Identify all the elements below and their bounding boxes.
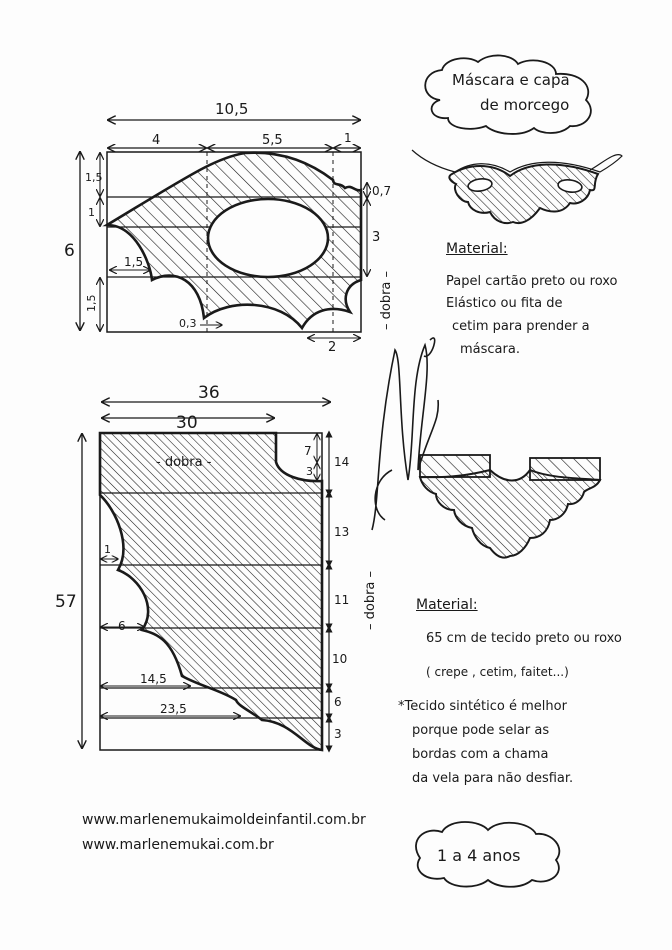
mask-dim-ear-offset: 0,7 [372,184,391,198]
mask-dim-second-band: 1 [88,206,95,219]
cape-dim-r2: 3 [306,465,313,478]
mask-material-heading: Material: [446,241,508,257]
mask-dim-bottom-right: 2 [328,340,336,355]
mask-dim-left-width: 4 [152,133,160,148]
cape-dim-notch-235: 23,5 [160,702,187,716]
cape-material-line-3: *Tecido sintético é melhor [398,699,567,714]
mask-fold-label: – dobra – [379,271,394,330]
cape-dim-r8: 3 [334,727,342,741]
mask-pattern [80,120,367,338]
mask-material-line-4: máscara. [460,342,520,357]
cape-dim-r3: 14 [334,455,349,469]
url-2[interactable]: www.marlenemukai.com.br [82,837,274,853]
age-cloud [415,821,561,888]
cape-material-heading: Material: [416,597,478,613]
age-range-label: 1 a 4 anos [437,846,521,865]
mask-material-line-2: Elástico ou fita de [446,296,563,311]
signature [371,337,440,531]
cape-dim-r7: 6 [334,695,342,709]
cape-material-line-6: da vela para não desfiar. [412,771,574,786]
cape-dim-r1: 7 [304,444,312,458]
mask-dim-bottom-offset: 0,3 [179,317,197,330]
mask-material-line-1: Papel cartão preto ou roxo [446,274,618,289]
mask-dim-bottom-band: 1,5 [85,295,98,313]
title-line-2: de morcego [480,96,570,114]
mask-dim-top-band: 1,5 [85,171,103,184]
cape-dim-height: 57 [55,592,77,612]
cape-dim-fold-width: 30 [176,413,198,433]
cape-material-line-1: 65 cm de tecido preto ou roxo [426,631,622,646]
mask-dim-left-notch: 1,5 [124,255,143,269]
cape-dim-notch-6: 6 [118,619,126,633]
mask-dim-fold-height: 3 [372,230,380,245]
cape-top-fold-label: - dobra - [156,455,212,470]
mask-sketch [411,149,623,225]
cape-sketch [418,454,602,559]
cape-material-line-4: porque pode selar as [412,723,550,738]
cape-dim-total-width: 36 [198,383,220,403]
cape-dim-r5: 11 [334,593,349,607]
mask-dim-height: 6 [64,241,75,261]
cape-dim-r4: 13 [334,525,349,539]
url-1[interactable]: www.marlenemukaimoldeinfantil.com.br [82,812,366,828]
cape-dim-r6: 10 [332,652,347,666]
cape-pattern [82,402,333,753]
title-cloud [424,54,592,135]
cape-dim-notch-145: 14,5 [140,672,167,686]
cape-side-fold-label: – dobra – [363,571,378,630]
mask-dim-middle-width: 5,5 [262,133,283,148]
mask-dim-total-width: 10,5 [215,100,248,118]
title-line-1: Máscara e capa [452,71,570,89]
mask-dim-right-width: 1 [344,131,352,145]
cape-dim-notch-1: 1 [104,543,111,556]
cape-material-line-5: bordas com a chama [412,747,549,762]
mask-material-line-3: cetim para prender a [452,319,590,334]
cape-material-line-2: ( crepe , cetim, faitet...) [426,665,569,679]
